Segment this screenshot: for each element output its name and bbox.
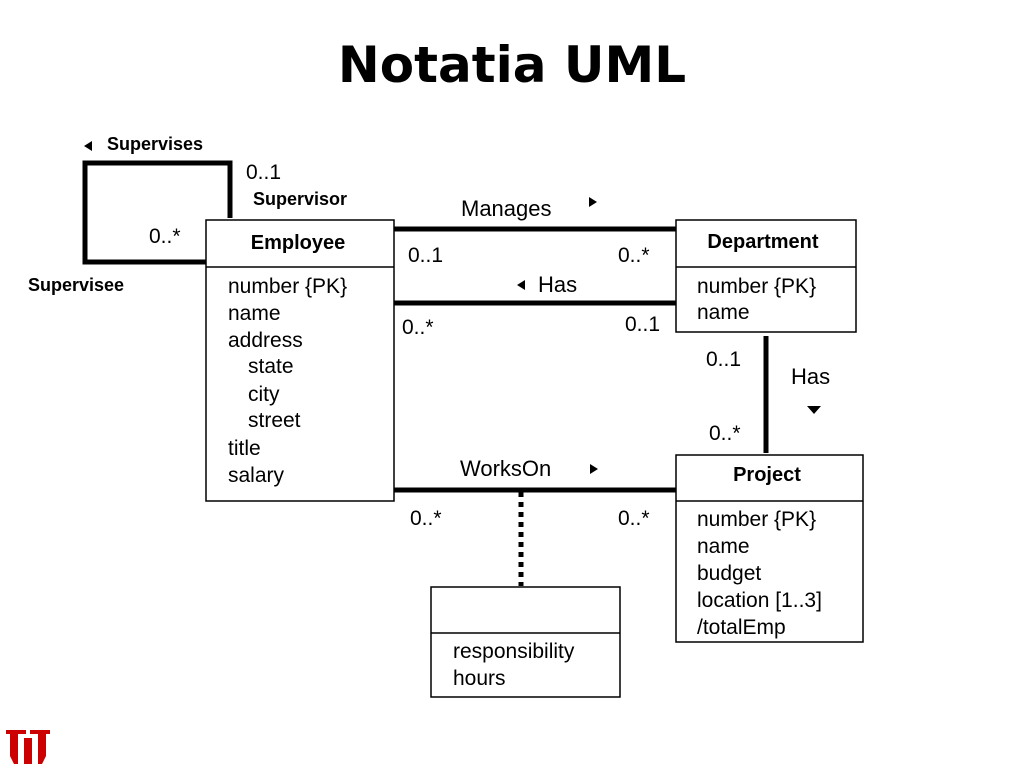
works-on-employee-multiplicity: 0..* [410,507,442,530]
has-emp-dept-direction-arrow [517,280,525,290]
class-attribute: title [228,437,261,460]
manages-employee-multiplicity: 0..1 [408,244,443,267]
class-attribute: name [228,302,281,325]
class-attribute: name [697,535,750,558]
class-name: Project [733,464,801,486]
class-name: Department [707,231,818,253]
has-dept-proj-label: Has [791,364,830,389]
supervisee-multiplicity: 0..* [149,225,181,248]
has-dept-proj-department-multiplicity: 0..1 [706,348,741,371]
supervises-direction-arrow [84,141,92,151]
class-attribute: number {PK} [697,275,816,298]
class-attribute: state [248,355,294,378]
class-attribute: number {PK} [697,508,816,531]
manages-label: Manages [461,196,552,221]
supervisor-role: Supervisor [253,189,347,209]
association-supervises: Supervises 0..1 Supervisor 0..* Supervis… [28,134,347,295]
works-on-project-multiplicity: 0..* [618,507,650,530]
class-attribute: number {PK} [228,275,347,298]
logo-left-shape [6,730,26,764]
has-emp-dept-department-multiplicity: 0..1 [625,313,660,336]
logo-center-bar [24,738,32,764]
class-attribute: /totalEmp [697,616,786,639]
manages-department-multiplicity: 0..* [618,244,650,267]
class-attribute: salary [228,464,285,487]
class-project: Project number {PK} name budget location… [675,454,864,643]
class-attribute: budget [697,562,761,585]
has-emp-dept-employee-multiplicity: 0..* [402,316,434,339]
class-attribute: location [1..3] [697,589,822,612]
has-emp-dept-label: Has [538,272,577,297]
manages-direction-arrow [589,197,597,207]
class-employee: Employee number {PK} name address state … [205,219,395,502]
has-dept-proj-direction-arrow [807,406,821,414]
class-name: Employee [251,232,345,254]
class-attribute: hours [453,667,506,690]
class-attribute: street [248,409,301,432]
supervisor-multiplicity: 0..1 [246,161,281,184]
association-class-works-on: responsibility hours [430,586,621,698]
works-on-direction-arrow [590,464,598,474]
class-attribute: name [697,301,750,324]
page-title: Notatia UML [337,36,687,94]
has-dept-proj-project-multiplicity: 0..* [709,422,741,445]
class-attribute: address [228,329,303,352]
supervisee-role: Supervisee [28,275,124,295]
logo-right-shape [30,730,50,764]
association-works-on: WorksOn 0..* 0..* [394,456,676,586]
class-attribute: city [248,383,280,406]
university-logo-icon [6,730,50,764]
works-on-label: WorksOn [460,456,551,481]
supervises-label: Supervises [107,134,203,154]
association-has-department-project: 0..1 Has 0..* [706,336,830,453]
association-manages: Manages 0..1 0..* [394,196,676,267]
class-attribute: responsibility [453,640,575,663]
class-department: Department number {PK} name [675,219,857,333]
association-has-employee-department: Has 0..* 0..1 [394,272,676,339]
